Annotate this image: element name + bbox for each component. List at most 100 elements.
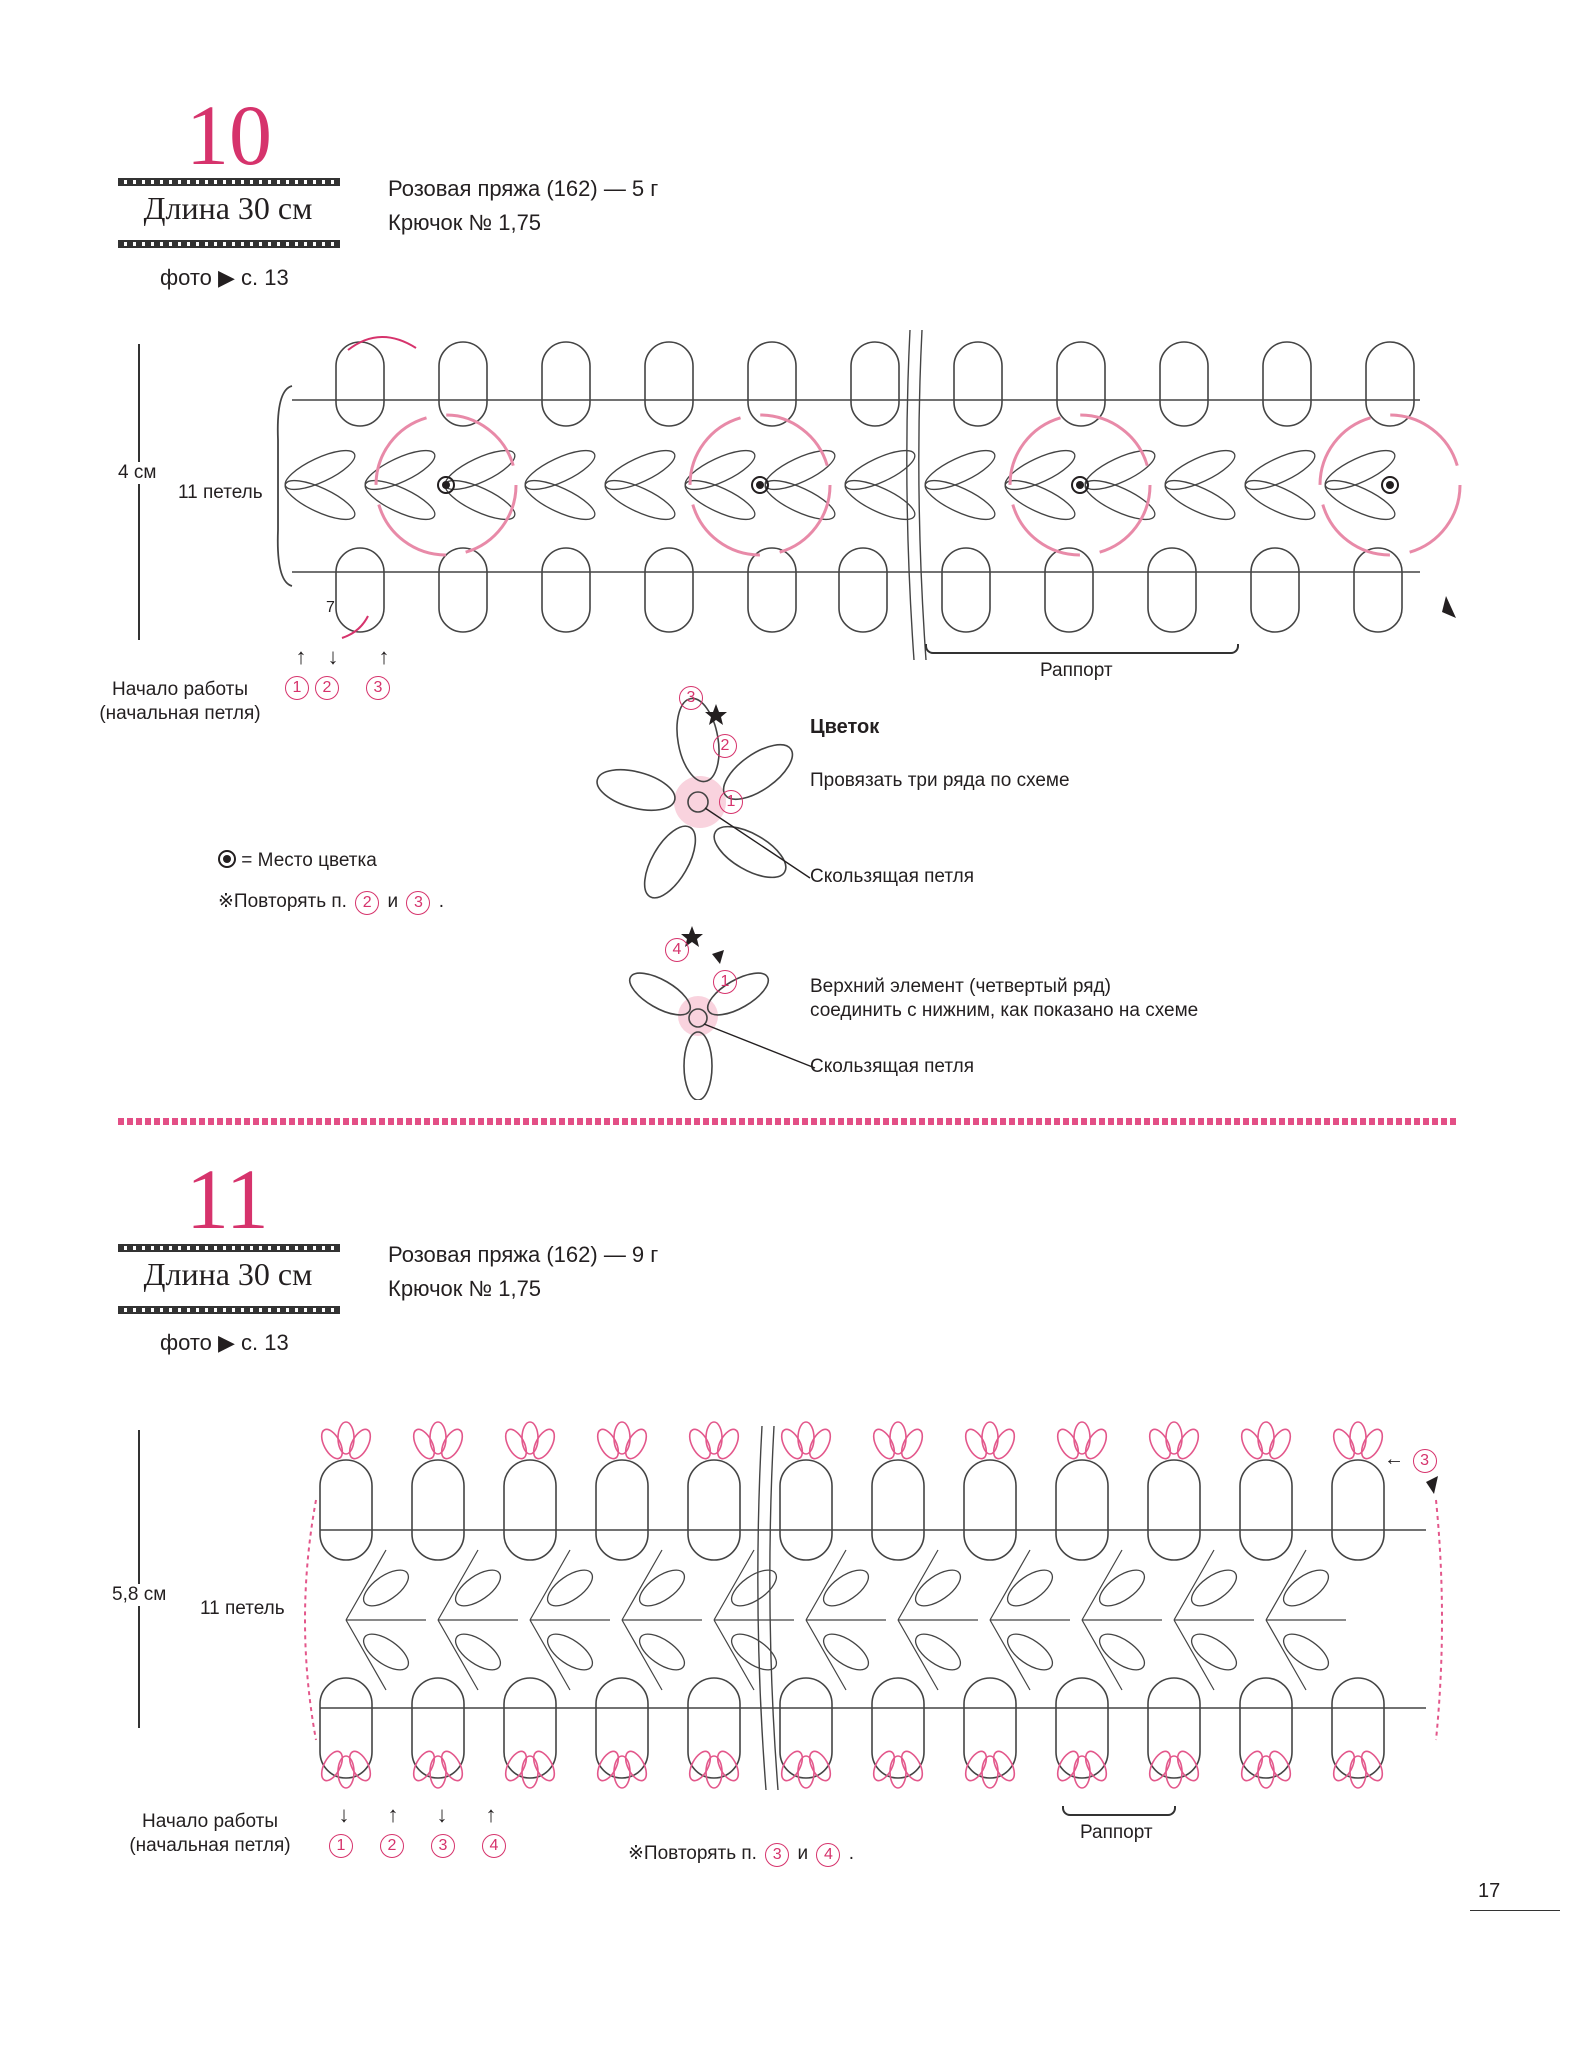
chain-loop-top [687,1459,741,1561]
end-triangle [1426,1476,1438,1494]
picot-bottom [429,1755,447,1789]
leaf [1006,1633,1054,1671]
picot-bottom [337,1755,355,1789]
flower-outline [1318,413,1462,557]
divider-top [118,178,340,186]
row-marker: 3 [366,676,390,700]
petal [1324,449,1396,491]
picot-top [964,1428,988,1460]
flower-row-1: 1 [716,790,746,814]
section-11-loops: 11 петель [200,1598,285,1619]
chain-loop-top [1055,1459,1109,1561]
chain-loop-top [319,1459,373,1561]
leaf [822,1633,870,1671]
section-11-number: 11 [186,1151,269,1247]
break-line [757,1425,779,1790]
top-element-diagram [628,926,816,1100]
picot-bottom [808,1750,832,1782]
flower-place-dot [442,481,450,489]
section-11-hook: Крючок № 1,75 [388,1276,542,1301]
flower-place-icon [437,476,455,494]
row-marker: 4 [816,1843,841,1867]
picot-top [429,1421,447,1455]
picot-top [981,1421,999,1455]
stitch-fan [805,1549,886,1691]
section-10-height: 4 см [118,462,157,484]
picot-bottom [1268,1750,1292,1782]
row-marker: 3 [1412,1449,1437,1473]
chain-loop-bottom [871,1677,925,1779]
picot-bottom [1165,1755,1183,1789]
leaf [638,1569,686,1607]
edge-right [1435,1499,1443,1741]
chain-loop-bottom [541,547,591,633]
row-marker: 2 [380,1834,404,1858]
flower-mark-legend: = Место цветка [218,850,377,872]
petal [524,449,596,491]
picot-top [532,1428,556,1460]
height-dimension-line [138,1430,140,1728]
picot-top [716,1428,740,1460]
leaf [1190,1569,1238,1607]
flower-outline [688,413,832,557]
start-line2: (начальная петля) [99,703,261,724]
stitch-fan [437,1549,518,1691]
chart-10-stitches [276,329,1462,660]
break-line [906,329,927,660]
chain-loop-bottom [838,547,888,633]
chain-loop-bottom [1250,547,1300,633]
chain-loop-top [1159,341,1209,427]
edge-left [304,1499,317,1741]
petal [764,449,836,491]
picot-top [412,1428,436,1460]
row-marker: 3 [679,686,703,710]
row-marker: 1 [285,676,309,700]
flower-place-dot [1386,481,1394,489]
picot-top [705,1421,723,1455]
flower-outline [374,413,518,557]
top-element-line2: соединить с нижним, как показано на схем… [810,1000,1199,1021]
picot-bottom [320,1750,344,1782]
chain-loop-top [963,1459,1017,1561]
petal [924,479,996,521]
petal [1004,479,1076,521]
leaf [362,1633,410,1671]
start-line1: Начало работы [111,679,248,700]
crochet-chart-11 [304,1421,1443,1790]
stitch-fan [529,1549,610,1691]
picot-bottom [1332,1750,1356,1782]
section-10-length: Длина 30 см [143,190,313,226]
leaf [1282,1569,1330,1607]
picot-top [596,1428,620,1460]
note-prefix: ※Повторять п. [628,1843,757,1864]
petal [764,479,836,521]
chain-loop-bottom [644,547,694,633]
chain-loop-bottom [779,1677,833,1779]
chain-loop-top [953,341,1003,427]
leaf [822,1569,870,1607]
picot-top [521,1421,539,1455]
section-10-photo-ref: фото ▶ с. 13 [160,265,289,290]
leaf [454,1633,502,1671]
picot-bottom [992,1750,1016,1782]
start-label-10: Начало работы (начальная петля) [80,678,280,726]
picot-top [780,1428,804,1460]
leaf [730,1569,778,1607]
leaf [1098,1633,1146,1671]
note-mid: и [797,1843,809,1864]
petal [364,449,436,491]
picot-top [1332,1428,1356,1460]
picot-top [624,1428,648,1460]
chain-loop-bottom [747,547,797,633]
petal [684,479,756,521]
start-arrow-curve [341,615,369,639]
picot-bottom [532,1750,556,1782]
petal [284,479,356,521]
note-mid: и [387,891,399,912]
picot-top [1257,1421,1275,1455]
petal [1244,449,1316,491]
section-11-yarn: Розовая пряжа (162) — 9 г [388,1242,659,1267]
leaf [1190,1633,1238,1671]
picot-bottom [613,1755,631,1789]
